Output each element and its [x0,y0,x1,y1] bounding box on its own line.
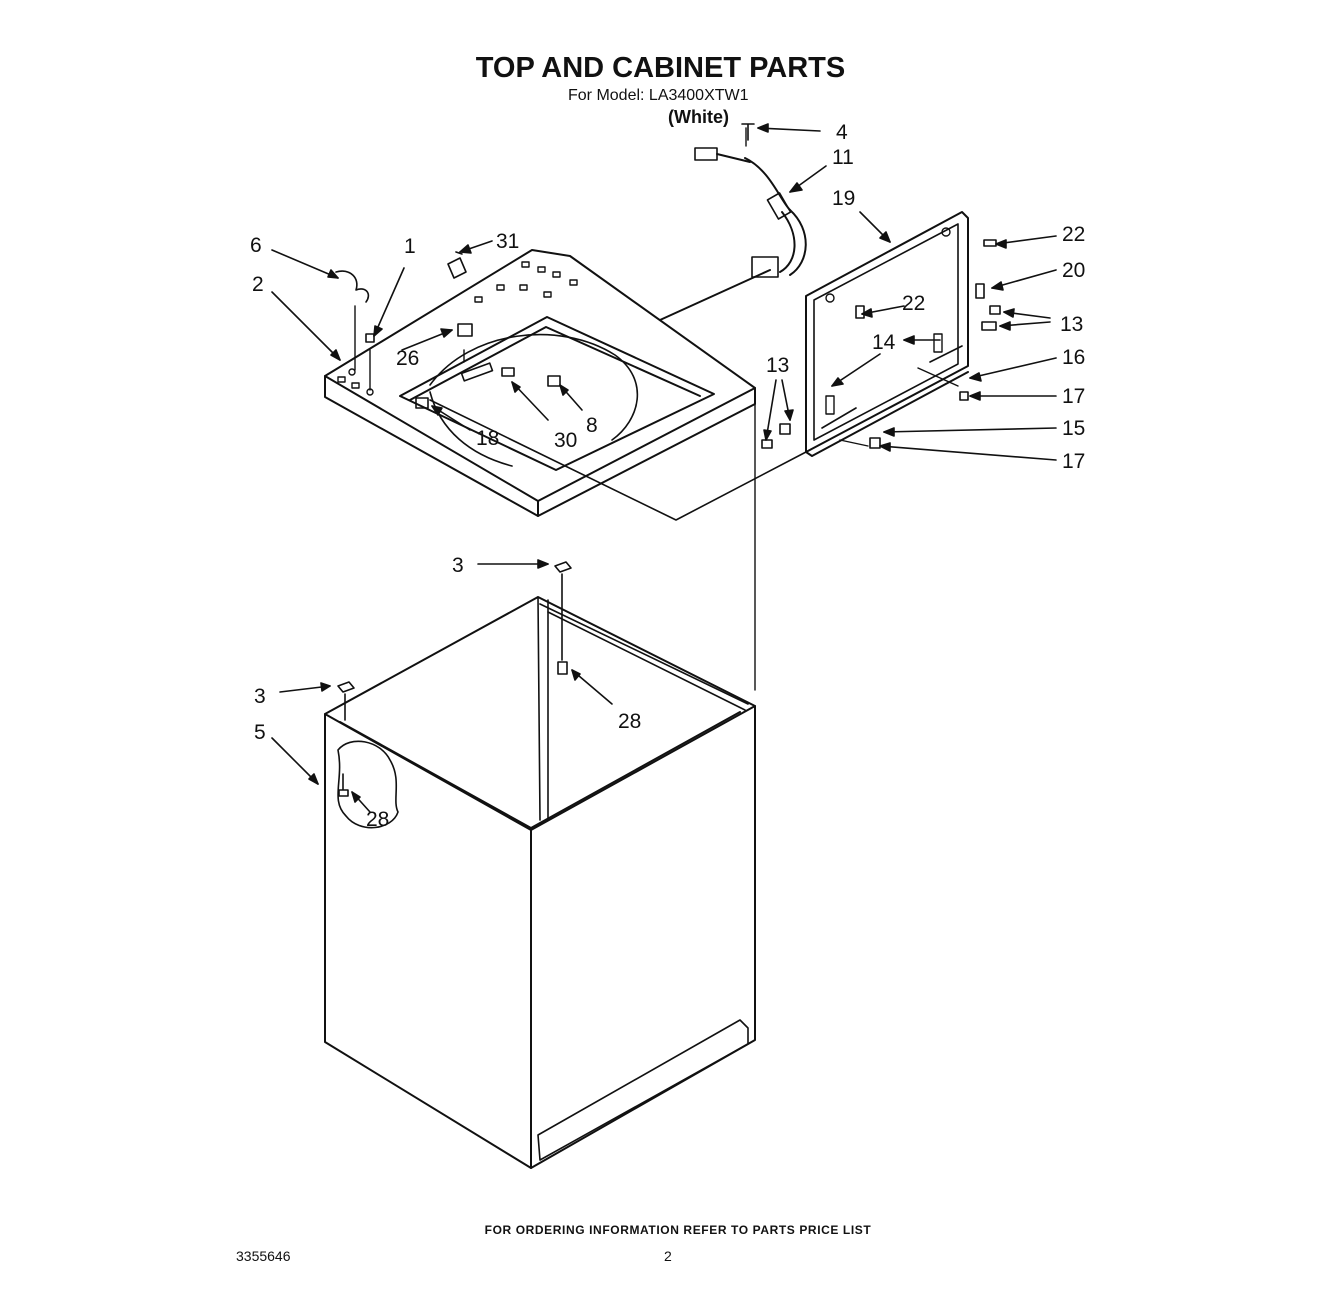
callout-15: 15 [1062,417,1085,440]
callout-11: 11 [832,146,854,169]
lid-assembly [805,211,969,457]
page-title: TOP AND CABINET PARTS [475,52,846,84]
callout-13: 13 [1060,313,1083,336]
callout-2: 2 [252,273,264,296]
callout-6: 6 [250,234,262,257]
callout-20: 20 [1062,259,1085,282]
callout-28: 28 [618,710,641,733]
callout-17b: 17 [1062,450,1085,473]
document-number: 3355646 [236,1248,291,1264]
callout-3: 3 [452,554,464,577]
cabinet [324,561,756,1169]
callout-30: 30 [554,429,577,452]
callout-3b: 3 [254,685,266,708]
callout-4: 4 [836,121,848,144]
model-line: For Model: LA3400XTW1 [568,87,749,104]
callout-31: 31 [496,230,519,253]
callout-28b: 28 [366,808,389,831]
color-note: (White) [668,107,729,127]
lid-switch-harness [694,123,807,278]
callout-labels: 4 11 19 22 20 13 16 17 15 17 31 6 1 2 26… [250,121,1085,831]
callout-22b: 22 [902,292,925,315]
callout-22: 22 [1062,223,1085,246]
callout-1: 1 [404,235,416,258]
callout-14: 14 [872,331,896,354]
leader-lines [271,123,1057,813]
page-number: 2 [664,1248,672,1264]
callout-26: 26 [396,347,419,370]
callout-8: 8 [586,414,598,437]
callout-19: 19 [832,187,855,210]
callout-17: 17 [1062,385,1085,408]
ordering-note: FOR ORDERING INFORMATION REFER TO PARTS … [484,1223,872,1237]
top-panel [324,249,807,691]
callout-13b: 13 [766,354,789,377]
callout-5: 5 [254,721,266,744]
callout-16: 16 [1062,346,1085,369]
callout-18: 18 [476,427,499,450]
small-parts [335,239,1001,449]
